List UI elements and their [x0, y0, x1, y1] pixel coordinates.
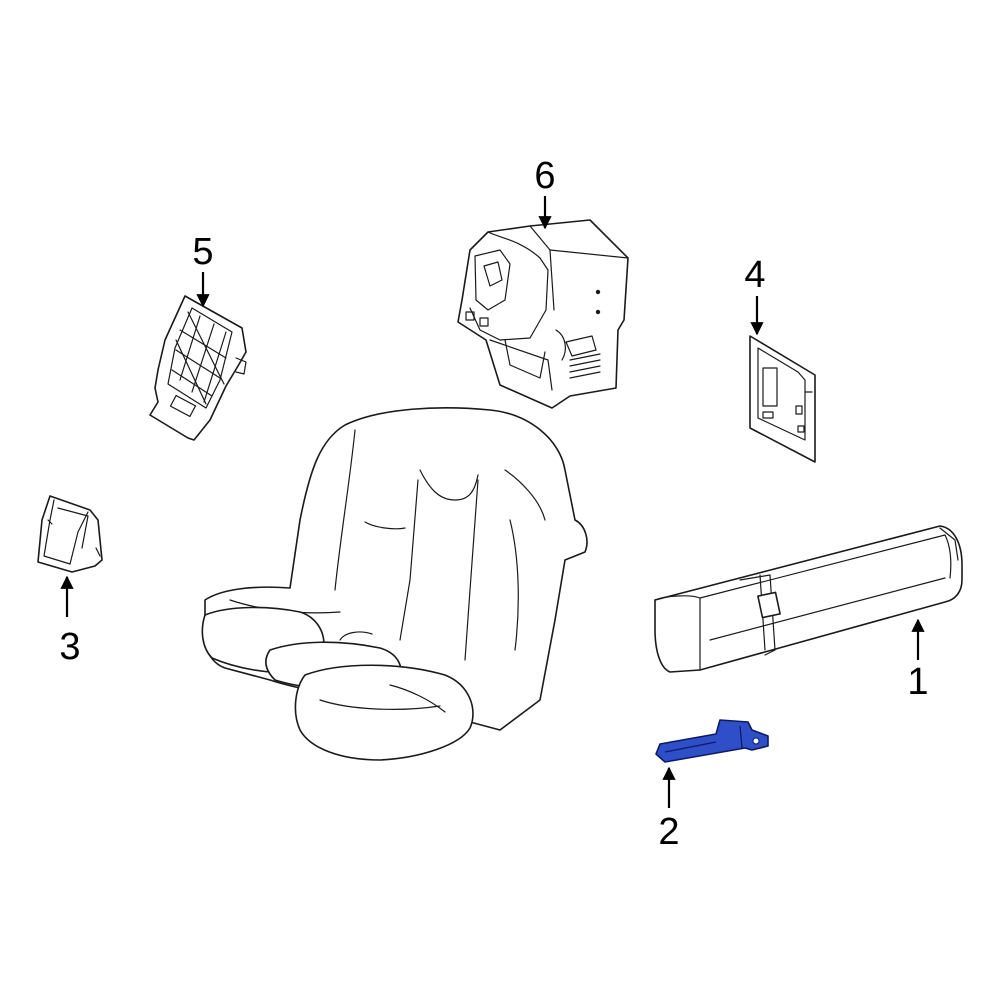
part-6-drawing — [457, 219, 629, 409]
callout-2-label: 2 — [658, 811, 679, 853]
part-5-drawing — [149, 295, 247, 441]
callout-3-label: 3 — [59, 626, 80, 668]
part-4-drawing — [749, 335, 816, 463]
callout-1-label: 1 — [907, 661, 928, 703]
rear-seat-drawing — [201, 407, 588, 761]
callout-6-label: 6 — [534, 155, 555, 197]
part-2-drawing — [655, 719, 769, 763]
part-1-drawing — [654, 525, 963, 673]
part-3-drawing — [37, 495, 103, 573]
callout-5-label: 5 — [192, 231, 213, 273]
callout-4-label: 4 — [744, 254, 765, 296]
